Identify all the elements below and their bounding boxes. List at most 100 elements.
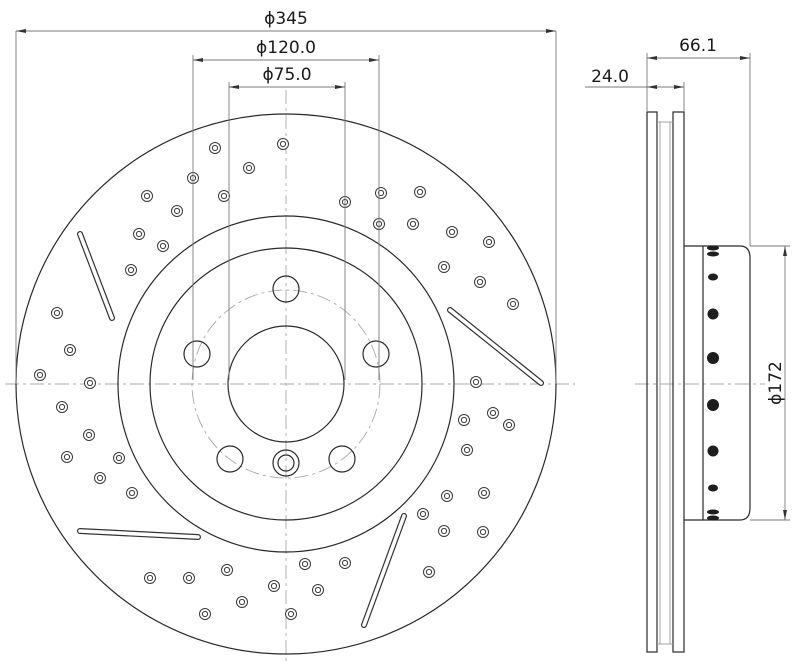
drill-hole-center — [143, 192, 151, 200]
drill-hole-center — [53, 309, 61, 317]
drill-hole-center — [135, 230, 143, 238]
drill-hole-center — [211, 144, 219, 152]
friction-ring-inner-edge — [117, 215, 455, 553]
drill-hole-center — [416, 188, 424, 196]
bolt-hole — [328, 445, 356, 473]
drill-hole — [470, 376, 482, 388]
drill-hole-center — [128, 489, 136, 497]
drill-hole-center — [159, 242, 167, 250]
bolt-hole — [216, 445, 244, 473]
center-bore-label: ϕ75.0 — [262, 65, 311, 85]
drill-hole-center — [314, 586, 322, 594]
drill-hole — [94, 472, 106, 484]
drill-hole — [171, 205, 183, 217]
drill-hole — [221, 564, 233, 576]
drill-hole — [125, 264, 137, 276]
drill-hole — [423, 566, 435, 578]
drill-hole-center — [443, 492, 451, 500]
drill-hole — [446, 226, 458, 238]
drill-hole — [478, 487, 490, 499]
disc-thickness-label: 24.0 — [591, 67, 629, 87]
drill-hole-center — [85, 431, 93, 439]
drill-hole-center — [419, 510, 427, 518]
drill-hole — [507, 298, 519, 310]
bolt-circle-dimension: ϕ120.0 — [192, 38, 380, 380]
drill-hole — [285, 608, 297, 620]
drill-hole — [141, 190, 153, 202]
bolt-hole — [362, 340, 390, 368]
drill-hole-center — [440, 263, 448, 271]
cross-drilled-holes — [34, 138, 519, 620]
drill-hole — [83, 429, 95, 441]
outboard-friction-plate — [646, 111, 658, 653]
drill-hole — [487, 407, 499, 419]
bolt-holes — [183, 275, 390, 477]
slot-fill — [362, 514, 406, 627]
drill-hole — [113, 452, 125, 464]
drill-hole-center — [146, 574, 154, 582]
center-bore — [227, 325, 345, 443]
slot-fill — [78, 529, 200, 539]
drill-hole-center — [476, 278, 484, 286]
drill-hole — [243, 162, 255, 174]
drill-hole — [183, 572, 195, 584]
drill-hole-center — [460, 416, 468, 424]
bolt-hole — [272, 275, 300, 303]
drill-hole — [441, 490, 453, 502]
bolt-circle-label: ϕ120.0 — [256, 38, 316, 58]
drill-hole — [299, 558, 311, 570]
drill-hole-center — [409, 220, 417, 228]
overall-height-dimension: 66.1 — [646, 36, 751, 246]
drill-hole — [34, 369, 46, 381]
drill-hole-center — [238, 598, 246, 606]
hat-vent-holes — [707, 245, 719, 521]
drill-hole-center — [63, 453, 71, 461]
drill-hole — [56, 401, 68, 413]
center-bore-dimension: ϕ75.0 — [228, 65, 346, 380]
drill-hole-center — [425, 568, 433, 576]
drill-hole — [339, 557, 351, 569]
slot-fill — [448, 308, 543, 385]
drill-hole — [407, 218, 419, 230]
drill-hole — [438, 525, 450, 537]
drill-hole — [64, 344, 76, 356]
drill-hole-center — [185, 574, 193, 582]
drill-hole-center — [127, 266, 135, 274]
drill-hole — [199, 608, 211, 620]
drill-hole-center — [341, 559, 349, 567]
drill-hole — [477, 526, 489, 538]
hat-edge — [149, 247, 423, 521]
bolt-circle — [191, 289, 381, 479]
drill-hole-center — [505, 421, 513, 429]
drill-hole — [209, 142, 221, 154]
drill-hole-center — [173, 207, 181, 215]
drill-hole — [461, 444, 473, 456]
overall-height-label: 66.1 — [679, 36, 717, 56]
side-view: 66.1 24.0 ϕ172 — [585, 36, 790, 653]
bolt-hole — [183, 340, 211, 368]
drill-hole — [375, 187, 387, 199]
drill-hole-center — [448, 228, 456, 236]
drill-hole-center — [66, 346, 74, 354]
drill-hole — [268, 580, 280, 592]
drill-hole — [277, 138, 289, 150]
drill-hole-center — [279, 140, 287, 148]
drill-hole — [312, 584, 324, 596]
drill-hole-center — [36, 371, 44, 379]
hat-diameter-dimension: ϕ172 — [750, 245, 790, 521]
drill-hole — [61, 451, 73, 463]
drill-hole-center — [480, 489, 488, 497]
front-view: ϕ345 ϕ120.0 ϕ75.0 — [5, 9, 575, 665]
drill-hole-center — [489, 409, 497, 417]
inboard-friction-plate — [672, 111, 685, 653]
drill-hole-center — [223, 566, 231, 574]
drill-hole-center — [245, 164, 253, 172]
drill-hole — [417, 508, 429, 520]
slot-fill — [266, 139, 368, 207]
drill-hole — [503, 419, 515, 431]
drill-hole-center — [440, 527, 448, 535]
drill-hole — [458, 414, 470, 426]
drill-hole — [84, 377, 96, 389]
drill-hole-center — [96, 474, 104, 482]
